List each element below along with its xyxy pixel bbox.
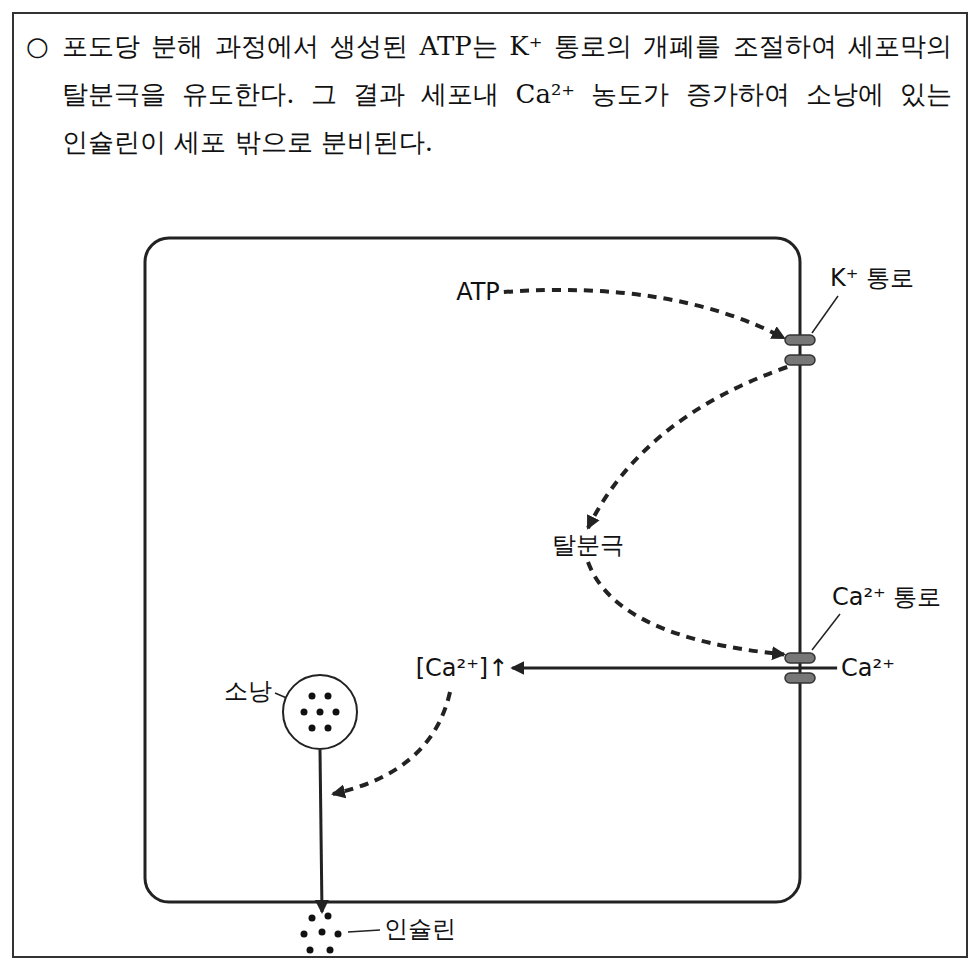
insulin-dot — [327, 947, 334, 954]
vesicle-membrane — [283, 675, 357, 749]
node-text: Ca²⁺ — [841, 654, 895, 682]
ion-label: Ca²⁺ — [837, 651, 899, 685]
insulin-dot — [335, 931, 342, 938]
leader-line — [348, 930, 380, 932]
channel-subunit — [785, 653, 815, 663]
node-label: Ca²⁺ 통로 — [832, 582, 941, 612]
insulin-dot — [301, 709, 308, 716]
node-label: K⁺ 통로 — [830, 263, 914, 293]
leader-line — [812, 614, 840, 650]
node-text: 탈분극 — [552, 531, 624, 559]
description-text: 포도당 분해 과정에서 생성된 ATP는 K⁺ 통로의 개폐를 조절하여 세포막… — [62, 22, 952, 166]
process-label: 탈분극 — [548, 528, 628, 562]
insulin-dot — [309, 693, 316, 700]
node-text: [Ca²⁺]↑ — [416, 654, 509, 682]
insulin-dot — [325, 913, 332, 920]
signal-arrow — [504, 290, 784, 338]
flow-arrow — [512, 667, 837, 670]
calcium-channel-shape — [784, 651, 816, 685]
channel-subunit — [785, 335, 815, 345]
insulin-dot — [317, 709, 324, 716]
signal-arrow — [588, 367, 787, 528]
concentration-label: [Ca²⁺]↑ — [412, 651, 513, 685]
insulin-dot — [333, 709, 340, 716]
insulin-molecules: 인슐린 — [298, 912, 346, 956]
insulin-dot — [325, 725, 332, 732]
calcium-channel: Ca²⁺ 통로 — [784, 651, 816, 685]
vesicle-shape — [282, 674, 358, 750]
insulin-dot — [325, 693, 332, 700]
flow-arrow — [320, 750, 322, 912]
channel-subunit — [785, 673, 815, 683]
cell-membrane — [145, 238, 800, 902]
potassium-channel: K⁺ 통로 — [784, 333, 816, 367]
leader-line — [812, 296, 838, 333]
potassium-channel-shape — [784, 333, 816, 367]
insulin-dot — [309, 725, 316, 732]
node-label: 소낭 — [224, 676, 272, 706]
insulin-dot — [309, 915, 316, 922]
signal-arrow — [588, 562, 784, 654]
molecule-label: ATP — [452, 275, 504, 309]
vesicle: 소낭 — [282, 674, 358, 750]
insulin-dot — [301, 931, 308, 938]
insulin-molecules-shape — [298, 912, 346, 956]
insulin-dot — [319, 929, 326, 936]
frame-box: 포도당 분해 과정에서 생성된 ATP는 K⁺ 통로의 개폐를 조절하여 세포막… — [12, 12, 968, 958]
bullet-symbol: ○ — [26, 22, 49, 70]
node-label: 인슐린 — [384, 914, 456, 944]
node-text: ATP — [456, 278, 500, 306]
channel-subunit — [785, 355, 815, 365]
insulin-dot — [307, 947, 314, 954]
